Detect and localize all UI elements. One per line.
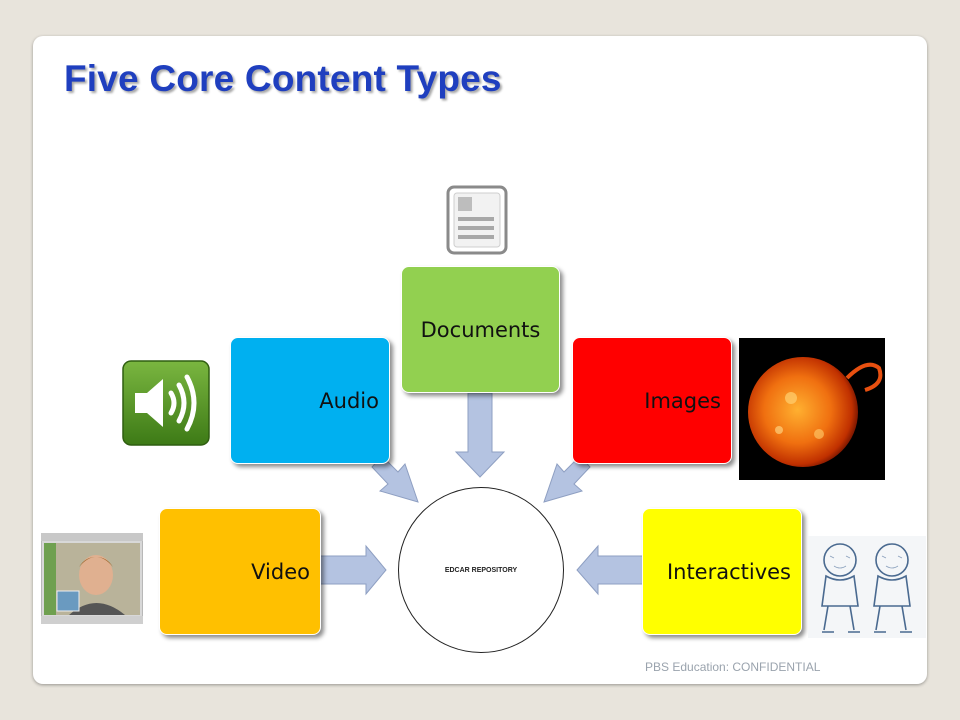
video-call-screenshot: [41, 533, 143, 624]
node-images-label: Images: [644, 388, 721, 413]
arrow-video: [319, 544, 387, 596]
arrow-interactives: [576, 544, 645, 596]
arrow-audio: [371, 455, 419, 503]
speaker-icon: [122, 360, 210, 446]
node-center-repository: EDCAR REPOSITORY: [398, 487, 564, 653]
node-documents: Documents: [401, 266, 560, 393]
sketch-drawing: [808, 536, 926, 638]
footer-confidential: PBS Education: CONFIDENTIAL: [645, 660, 821, 674]
node-images: Images: [572, 337, 732, 464]
node-video: Video: [159, 508, 321, 635]
slide-title: Five Core Content Types: [64, 58, 502, 99]
node-interactives: Interactives: [642, 508, 802, 635]
node-documents-label: Documents: [420, 317, 541, 342]
center-label: EDCAR REPOSITORY: [444, 566, 518, 574]
node-audio-label: Audio: [319, 388, 379, 413]
node-video-label: Video: [251, 559, 310, 584]
sun-image: [739, 338, 885, 480]
arrow-images: [543, 455, 591, 503]
node-interactives-label: Interactives: [666, 559, 791, 584]
arrow-documents: [454, 392, 506, 478]
node-audio: Audio: [230, 337, 390, 464]
document-icon: [446, 185, 508, 255]
